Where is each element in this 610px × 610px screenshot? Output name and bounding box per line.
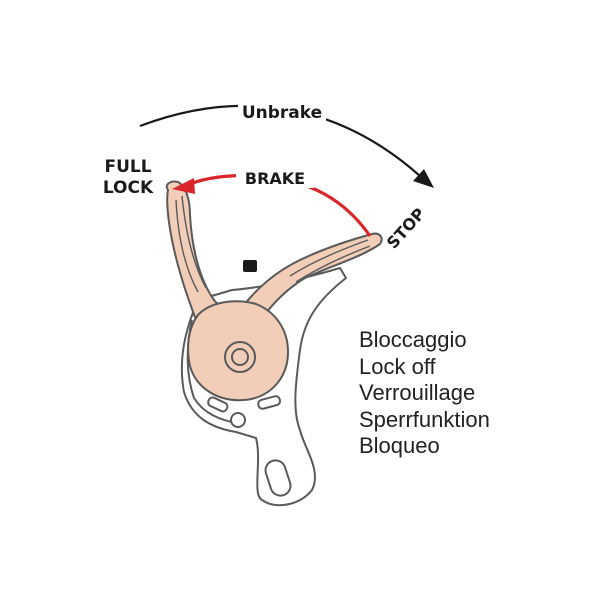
guide-slot-right xyxy=(257,395,282,410)
language-italian: Bloccaggio xyxy=(359,327,467,352)
brake-arrowhead-icon xyxy=(172,178,195,194)
language-english: Lock off xyxy=(359,353,436,379)
brake-label: BRAKE xyxy=(245,169,305,188)
full-lock-label-line1: FULL xyxy=(104,157,151,177)
guide-slot-left xyxy=(207,396,229,413)
handle-right-arm xyxy=(239,232,383,319)
grip-ridges-right xyxy=(289,239,371,283)
language-spanish: Bloqueo xyxy=(359,433,440,458)
language-german: Sperrfunktion xyxy=(359,406,490,432)
handle xyxy=(165,180,383,402)
handle-left-arm xyxy=(165,180,233,331)
rivet-hole xyxy=(230,412,246,428)
pivot-inner xyxy=(231,348,249,366)
language-french: Verrouillage xyxy=(359,380,476,405)
unbrake-label: Unbrake xyxy=(242,103,322,123)
grip-ridges-left xyxy=(175,195,207,293)
brake-label-bg xyxy=(236,168,314,188)
cam-tab xyxy=(243,260,257,272)
unbrake-arrowhead-icon xyxy=(413,169,434,188)
language-list: Bloccaggio Lock off Verrouillage Sperrfu… xyxy=(359,327,490,460)
attachment-slot xyxy=(264,459,292,497)
full-lock-label-line2: LOCK xyxy=(103,178,154,198)
unbrake-label-bg xyxy=(238,100,326,122)
stop-label: STOP xyxy=(383,204,429,252)
